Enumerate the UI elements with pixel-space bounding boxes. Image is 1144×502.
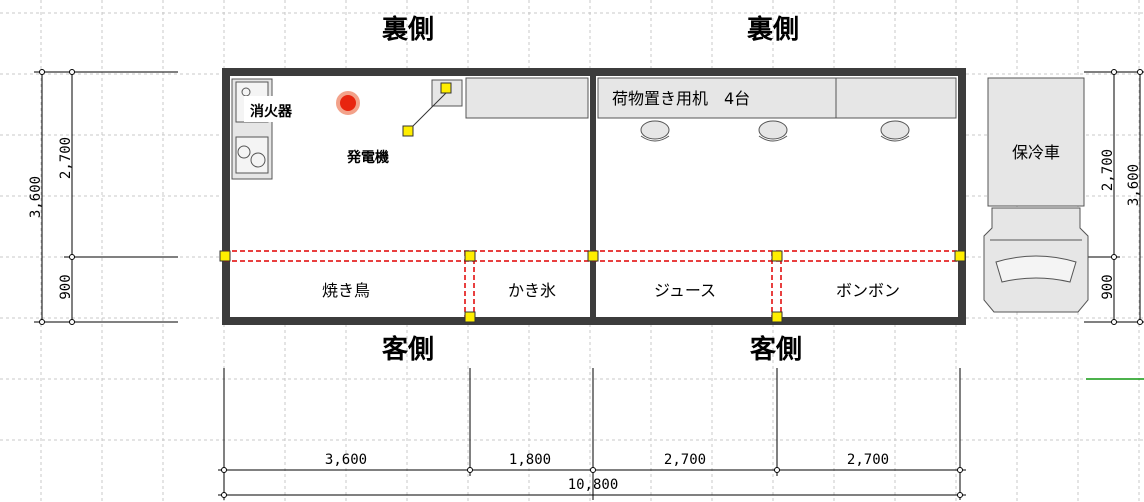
chair-3[interactable] — [880, 120, 910, 142]
stall-bonbon: ボンボン — [836, 281, 900, 300]
stall-juice: ジュース — [654, 281, 716, 300]
reefer-truck-label: 保冷車 — [1012, 143, 1060, 162]
bottom-dim-1: 3,600 — [325, 452, 367, 468]
chair-2[interactable] — [758, 120, 788, 142]
generator-icon[interactable] — [402, 79, 463, 137]
left-dim-total: 3,600 — [28, 176, 44, 218]
left-dim-lower: 900 — [58, 274, 74, 299]
back-side-label-right: 裏側 — [747, 14, 799, 45]
bottom-dim-total: 10,800 — [568, 477, 619, 493]
chair-1[interactable] — [640, 120, 670, 142]
extinguisher-icon[interactable] — [336, 91, 360, 115]
left-dimensions — [34, 69, 178, 325]
bottom-dimensions — [218, 368, 966, 500]
reefer-truck-icon[interactable] — [983, 77, 1089, 313]
extinguisher-label-bg — [244, 96, 320, 122]
luggage-desk-label: 荷物置き用机 4台 — [612, 89, 750, 108]
back-table-left[interactable] — [465, 77, 589, 119]
bottom-dim-4: 2,700 — [847, 452, 889, 468]
left-dim-upper: 2,700 — [58, 137, 74, 179]
right-dim-upper: 2,700 — [1100, 149, 1116, 191]
right-dimensions — [1084, 69, 1144, 325]
stall-kakigori: かき氷 — [508, 281, 556, 300]
extinguisher-label: 消火器 — [250, 103, 293, 120]
right-dim-lower: 900 — [1100, 274, 1116, 299]
customer-side-label-left: 客側 — [382, 334, 434, 365]
stall-yakitori: 焼き鳥 — [322, 281, 370, 300]
selection-handles[interactable] — [219, 250, 966, 323]
customer-side-label-right: 客側 — [750, 334, 802, 365]
stove[interactable] — [231, 78, 273, 180]
bottom-dim-3: 2,700 — [664, 452, 706, 468]
bottom-dim-2: 1,800 — [509, 452, 551, 468]
generator-label: 発電機 — [346, 149, 389, 166]
luggage-desks[interactable] — [597, 77, 957, 119]
back-side-label-left: 裏側 — [382, 14, 434, 45]
right-dim-total: 3,600 — [1126, 164, 1142, 206]
